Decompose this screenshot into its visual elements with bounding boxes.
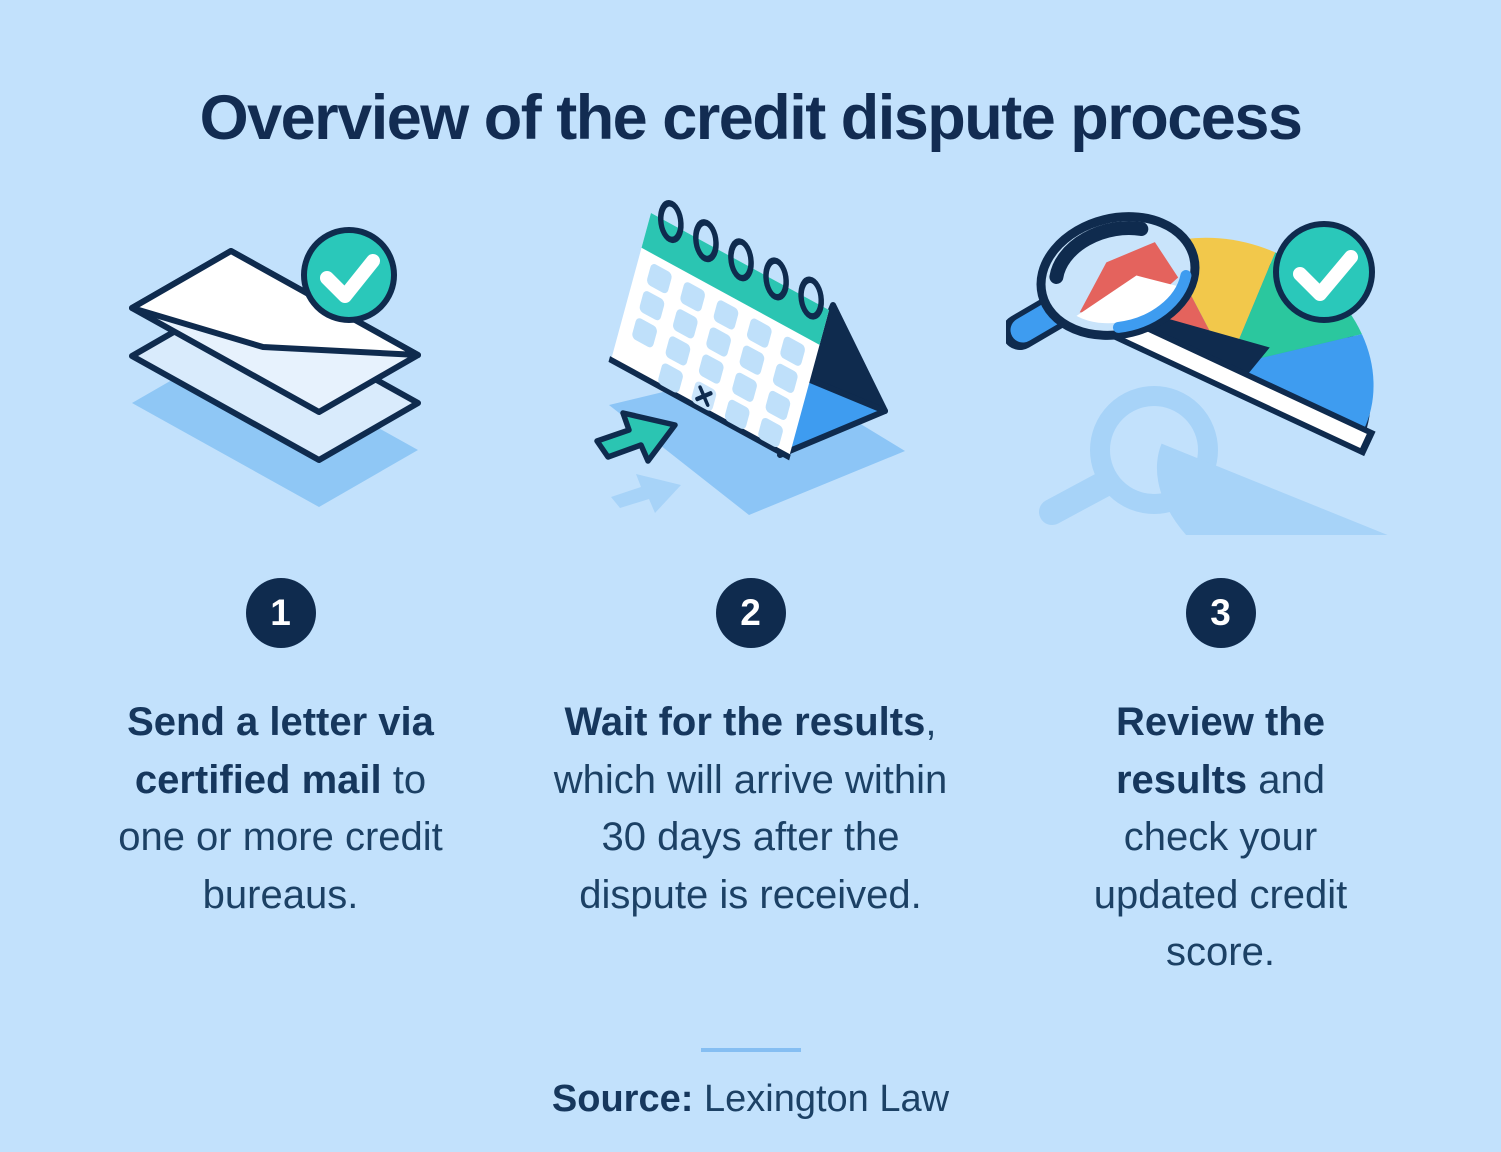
calendar-face <box>607 200 829 461</box>
step-2-number-badge: 2 <box>715 578 786 648</box>
step-1-text: Send a letter via certified mail to one … <box>106 694 456 924</box>
arrow-icon <box>593 410 678 464</box>
step-2-icon-box <box>571 198 931 536</box>
gauge-shadow <box>1038 385 1430 535</box>
arrow-shadow <box>610 474 681 513</box>
lens-blue-rim <box>1112 269 1191 333</box>
page-title: Overview of the credit dispute process <box>199 83 1303 153</box>
step-3-text-rest: and check your updated credit score. <box>1093 757 1348 975</box>
calendar-30-days-icon <box>593 200 905 515</box>
credit-score-gauge-magnifier-icon <box>1005 211 1430 535</box>
lens-content <box>1058 241 1189 336</box>
spiral-ring <box>692 219 719 263</box>
step-1: 1 Send a letter via certified mail to on… <box>46 198 516 982</box>
envelope-front-flap <box>128 247 421 358</box>
step-2-text-bold: Wait for the results <box>564 700 926 744</box>
step-2-text-rest: , which will arrive within 30 days after… <box>553 700 948 917</box>
step-2-text: Wait for the results, which will arrive … <box>538 694 963 924</box>
divider-line <box>700 1047 801 1052</box>
spiral-ring <box>657 200 684 244</box>
source-label: Source: <box>551 1077 694 1120</box>
lens-inner-shade <box>1048 220 1148 284</box>
spiral-ring <box>762 257 789 301</box>
step-3: 3 Review the results and check your upda… <box>986 198 1456 982</box>
step-1-text-bold: Send a letter via certified mail <box>127 700 434 802</box>
step-2-number: 2 <box>740 592 761 633</box>
step-1-number-badge: 1 <box>245 578 316 648</box>
step-2: 2 Wait for the results, which will arriv… <box>516 198 986 982</box>
step-3-number-badge: 3 <box>1185 578 1256 648</box>
step-1-number: 1 <box>270 592 291 633</box>
certified-mail-envelopes-icon <box>128 226 421 507</box>
source-line: Source:Lexington Law <box>0 1078 1501 1121</box>
calendar-header-band <box>641 213 829 345</box>
source-value: Lexington Law <box>704 1077 950 1120</box>
step-3-icon-box <box>1005 198 1436 536</box>
step-1-icon-box <box>101 198 461 536</box>
spiral-ring <box>727 238 754 282</box>
calendar-day-squares <box>631 264 805 448</box>
step-3-text: Review the results and check your update… <box>1063 694 1378 982</box>
step-3-text-bold: Review the results <box>1115 700 1325 802</box>
check-mark-icon <box>319 253 380 303</box>
steps-row: 1 Send a letter via certified mail to on… <box>0 198 1501 982</box>
marked-day-square <box>691 381 716 411</box>
check-circle <box>1272 220 1375 323</box>
check-mark-icon <box>1292 249 1358 301</box>
step-3-number: 3 <box>1210 592 1231 633</box>
check-circle <box>300 226 397 323</box>
step-1-text-rest: to one or more credit bureaus. <box>118 757 443 917</box>
magnifier <box>1005 211 1199 350</box>
gauge-segment-blue <box>1227 333 1374 429</box>
spiral-ring <box>797 276 824 320</box>
